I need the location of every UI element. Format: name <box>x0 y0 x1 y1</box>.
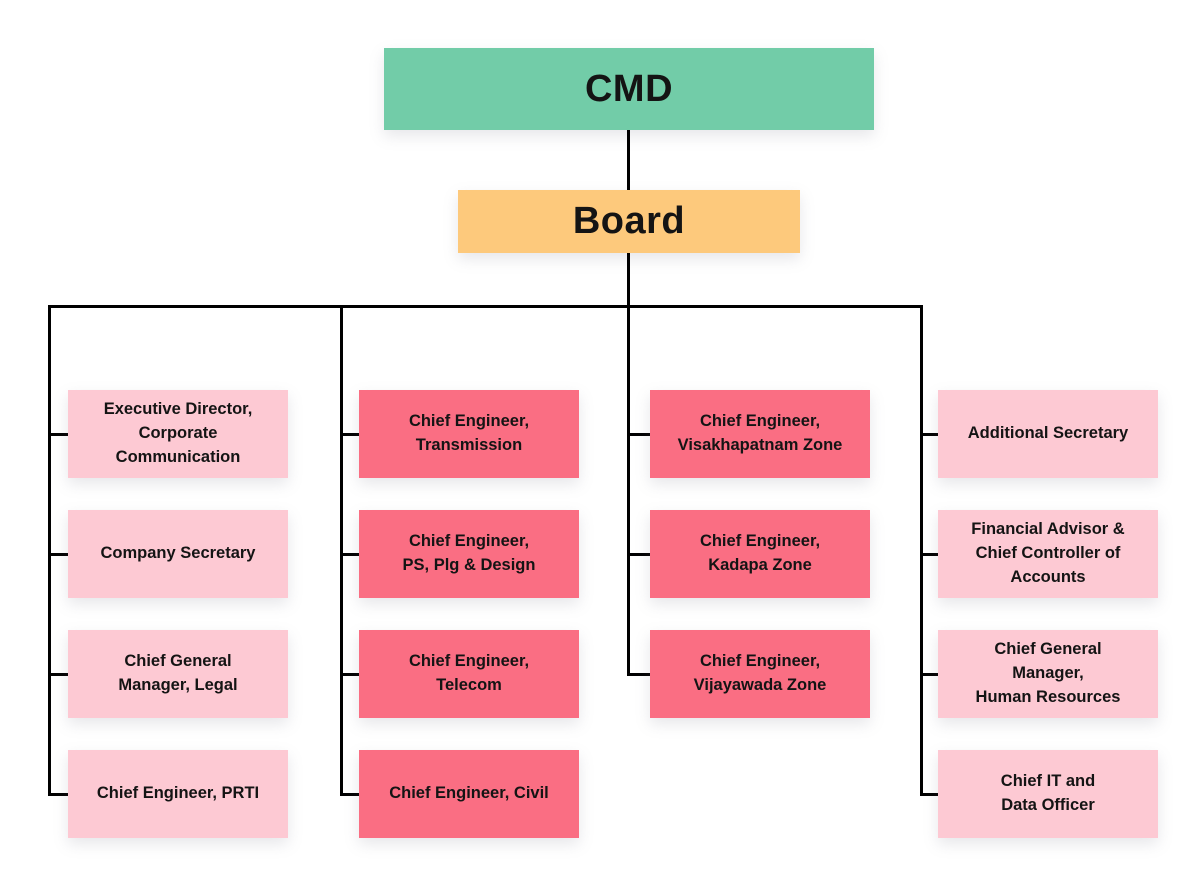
connector-stub <box>340 433 359 436</box>
node-chief-engineer-civil: Chief Engineer, Civil <box>359 750 579 838</box>
connector-stub <box>48 433 68 436</box>
connector-column-4 <box>920 305 923 796</box>
connector-stub <box>340 553 359 556</box>
node-label: Chief Engineer, Transmission <box>408 412 530 454</box>
connector-stub <box>920 793 938 796</box>
connector-stub <box>627 433 650 436</box>
connector-bus <box>48 305 923 308</box>
connector-column-1 <box>48 305 51 796</box>
node-label: Chief Engineer, Vijayawada Zone <box>693 652 827 694</box>
connector-board-bus <box>627 253 630 305</box>
node-chief-engineer-transmission: Chief Engineer, Transmission <box>359 390 579 478</box>
node-chief-it-and-data-officer: Chief IT and Data Officer <box>938 750 1158 838</box>
connector-stub <box>48 793 68 796</box>
connector-stub <box>627 673 650 676</box>
node-label: Chief Engineer, PS, Plg & Design <box>402 532 536 574</box>
connector-stub <box>920 433 938 436</box>
connector-stub <box>627 553 650 556</box>
node-label: Chief IT and Data Officer <box>1000 772 1096 814</box>
node-chief-engineer-kadapa-zone: Chief Engineer, Kadapa Zone <box>650 510 870 598</box>
connector-stub <box>48 553 68 556</box>
node-label: Chief General Manager, Legal <box>118 652 238 694</box>
node-label: Chief Engineer, PRTI <box>96 784 260 803</box>
node-label: Board <box>572 200 686 242</box>
node-chief-general-manager-legal: Chief General Manager, Legal <box>68 630 288 718</box>
node-executive-director-corporate-communication: Executive Director, Corporate Communicat… <box>68 390 288 478</box>
node-chief-engineer-prti: Chief Engineer, PRTI <box>68 750 288 838</box>
node-label: Chief General Manager, Human Resources <box>975 640 1121 706</box>
connector-stub <box>48 673 68 676</box>
node-chief-engineer-telecom: Chief Engineer, Telecom <box>359 630 579 718</box>
node-board: Board <box>458 190 800 253</box>
node-chief-engineer-vijayawada-zone: Chief Engineer, Vijayawada Zone <box>650 630 870 718</box>
connector-column-2 <box>340 305 343 796</box>
node-label: Chief Engineer, Visakhapatnam Zone <box>677 412 843 454</box>
connector-stub <box>340 793 359 796</box>
node-company-secretary: Company Secretary <box>68 510 288 598</box>
node-label: Chief Engineer, Telecom <box>408 652 530 694</box>
node-label: Company Secretary <box>100 544 256 563</box>
connector-stub <box>920 673 938 676</box>
node-chief-engineer-visakhapatnam-zone: Chief Engineer, Visakhapatnam Zone <box>650 390 870 478</box>
connector-stub <box>340 673 359 676</box>
node-additional-secretary: Additional Secretary <box>938 390 1158 478</box>
node-financial-advisor-chief-controller-of-accounts: Financial Advisor & Chief Controller of … <box>938 510 1158 598</box>
node-label: CMD <box>584 67 674 110</box>
node-chief-general-manager-human-resources: Chief General Manager, Human Resources <box>938 630 1158 718</box>
connector-stub <box>920 553 938 556</box>
node-label: Chief Engineer, Kadapa Zone <box>699 532 821 574</box>
node-label: Chief Engineer, Civil <box>389 784 549 803</box>
node-label: Additional Secretary <box>967 424 1129 443</box>
connector-column-3 <box>627 305 630 676</box>
connector-cmd-board <box>627 130 630 190</box>
node-label: Financial Advisor & Chief Controller of … <box>971 520 1125 586</box>
node-label: Executive Director, Corporate Communicat… <box>103 400 253 466</box>
node-chief-engineer-ps-plg-design: Chief Engineer, PS, Plg & Design <box>359 510 579 598</box>
node-cmd: CMD <box>384 48 874 130</box>
